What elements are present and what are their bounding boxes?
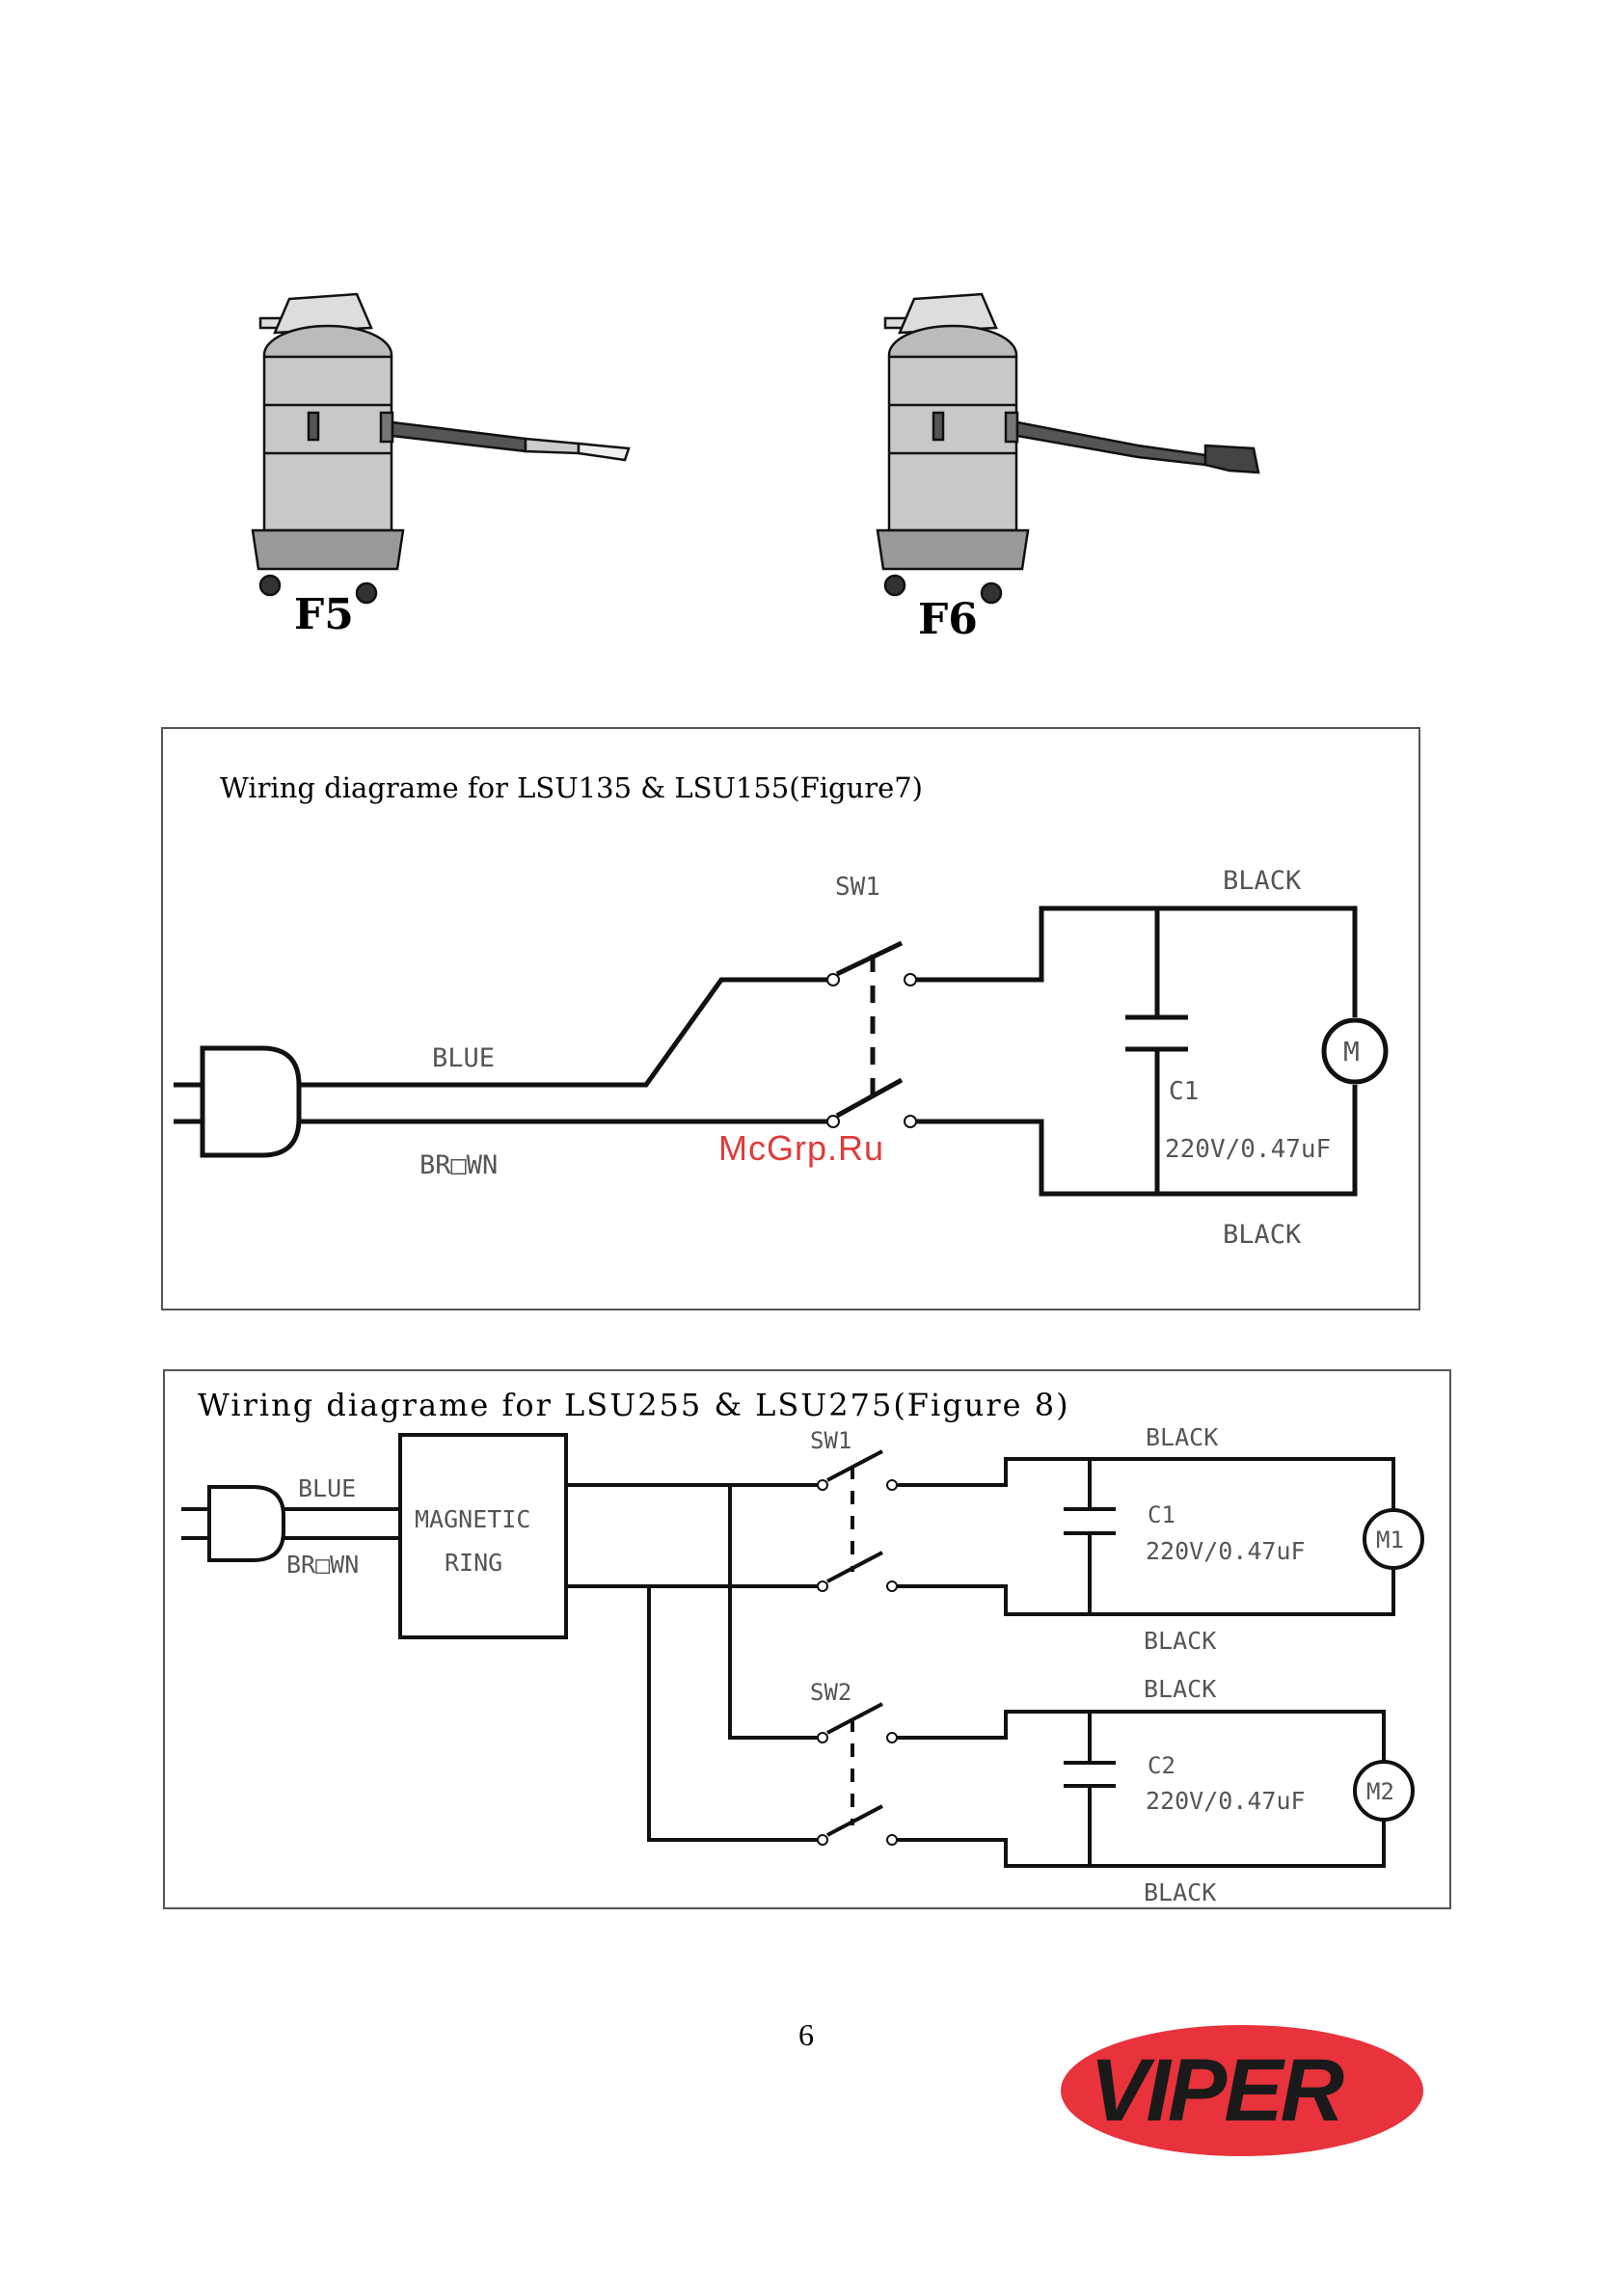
diagram2-blue-label: BLUE xyxy=(298,1474,356,1502)
diagram2-motor2-label: M2 xyxy=(1366,1778,1394,1805)
diagram2-motor1-label: M1 xyxy=(1376,1526,1404,1553)
magnetic-ring-label-line1: MAGNETIC xyxy=(415,1505,530,1533)
diagram2-black1-bottom: BLACK xyxy=(1144,1627,1216,1655)
diagram2-sw2-label: SW2 xyxy=(810,1679,851,1706)
diagram2-black2-top: BLACK xyxy=(1144,1675,1216,1703)
diagram2-black2-bottom: BLACK xyxy=(1144,1878,1216,1906)
diagram2-sw1-label: SW1 xyxy=(810,1427,851,1454)
diagram2-black1-top: BLACK xyxy=(1146,1423,1218,1451)
diagram2-cap2-rating: 220V/0.47uF xyxy=(1146,1787,1306,1815)
logo-text: VIPER xyxy=(1090,2044,1341,2137)
diagram2-cap1-label: C1 xyxy=(1148,1501,1175,1528)
page-number: 6 xyxy=(798,2017,814,2053)
diagram2-brown-label: BR□WN xyxy=(286,1551,359,1579)
diagram2-cap2-label: C2 xyxy=(1148,1752,1175,1779)
magnetic-ring-label-line2: RING xyxy=(445,1549,502,1577)
diagram2-cap1-rating: 220V/0.47uF xyxy=(1146,1537,1306,1565)
plug-icon xyxy=(209,1487,284,1560)
magnetic-ring-box xyxy=(400,1435,566,1637)
viper-logo: VIPER xyxy=(1059,2023,1475,2158)
